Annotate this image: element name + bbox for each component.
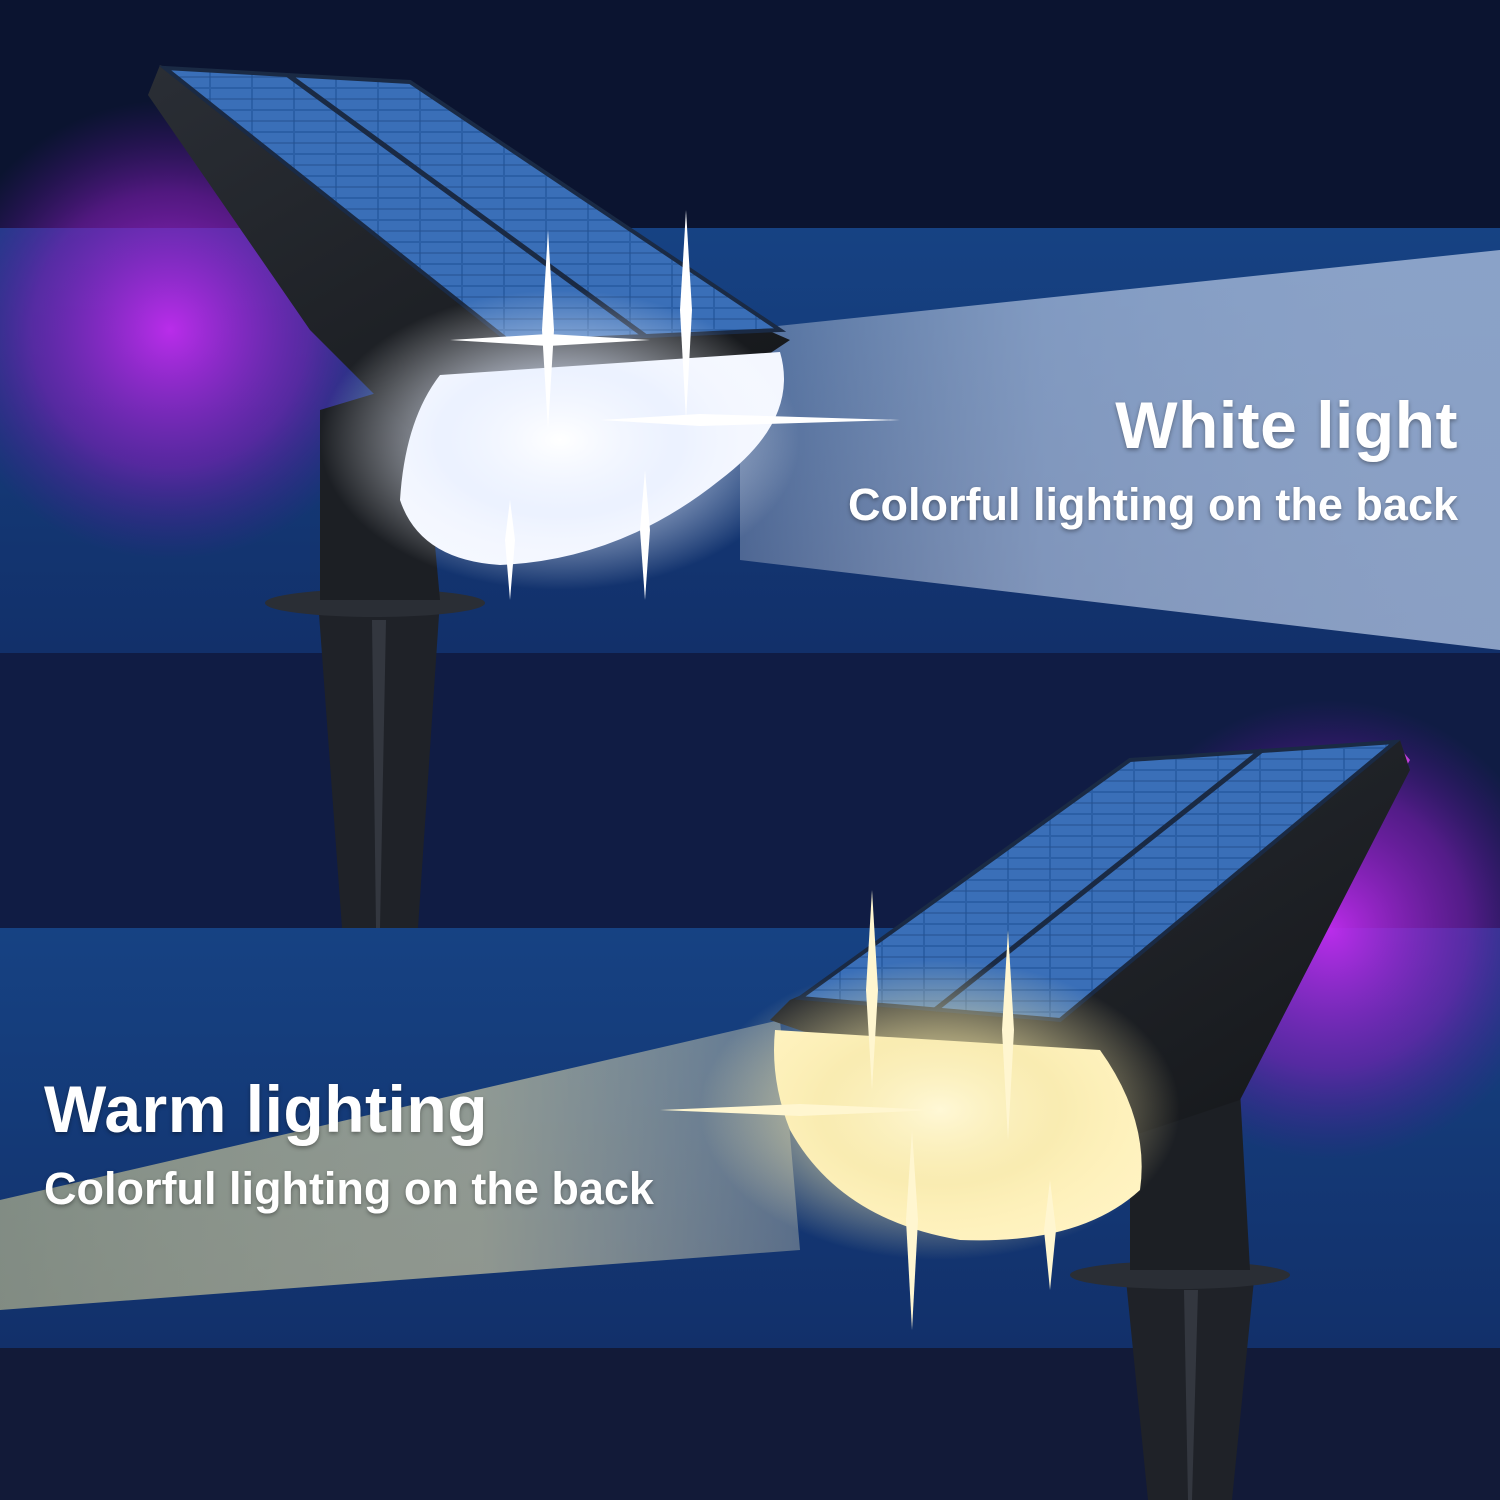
warm-lighting-subtitle: Colorful lighting on the back <box>44 1163 654 1214</box>
white-light-subtitle: Colorful lighting on the back <box>848 479 1458 530</box>
warm-light-lamp <box>0 700 1500 1500</box>
sparkles <box>450 210 900 600</box>
ground-band <box>0 1348 1500 1500</box>
sparkles <box>660 890 1056 1330</box>
solar-panel <box>158 65 787 345</box>
warm-lighting-title: Warm lighting <box>44 1072 489 1146</box>
warm-beam <box>0 1020 800 1310</box>
white-light-lamp <box>0 65 1500 928</box>
white-beam <box>740 250 1500 650</box>
white-light-title: White light <box>1115 388 1458 462</box>
white-halo <box>320 290 800 590</box>
